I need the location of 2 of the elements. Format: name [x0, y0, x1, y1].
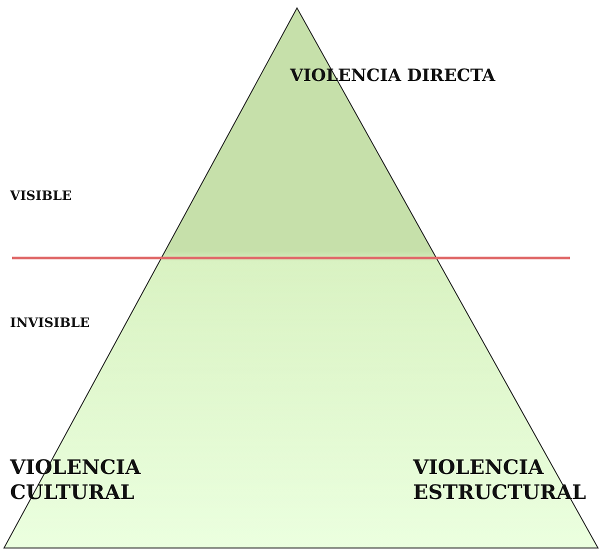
zone-label: INVISIBLE: [10, 316, 90, 332]
zone-label: VISIBLE: [10, 189, 72, 206]
